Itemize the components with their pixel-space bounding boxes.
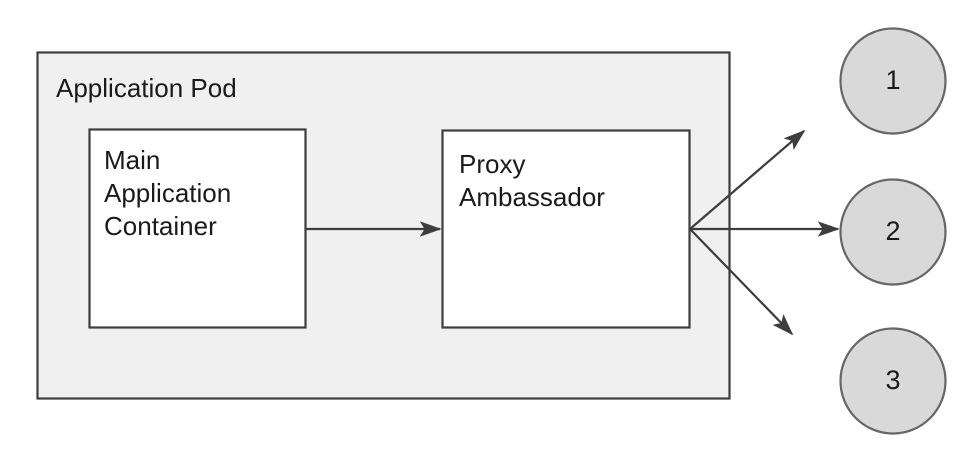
endpoint-2-circle[interactable] [839,178,947,286]
main-application-container-label: Main Application Container [104,145,232,241]
connector-proxy-to-endpoint-1 [689,129,806,230]
endpoint-3-circle[interactable] [839,327,947,435]
endpoint-1-label: 1 [885,65,901,95]
endpoint-1-circle[interactable] [839,27,947,135]
proxy-ambassador-box[interactable] [441,129,691,329]
proxy-ambassador-label: Proxy Ambassador [459,149,605,212]
endpoint-2-label: 2 [885,216,901,246]
main-application-container-box[interactable] [88,128,307,329]
connector-proxy-to-endpoint-3 [689,228,794,336]
endpoint-3-label: 3 [885,365,901,395]
application-pod-label: Application Pod [56,73,237,103]
